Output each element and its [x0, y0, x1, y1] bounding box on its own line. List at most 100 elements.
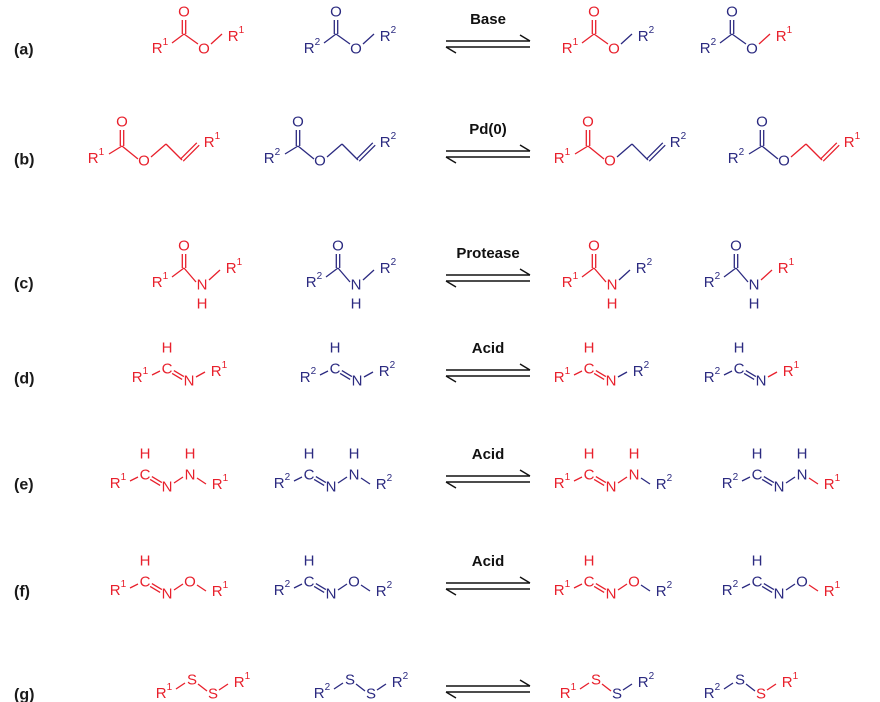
bond	[313, 585, 325, 594]
r-group-2: R2	[274, 472, 291, 492]
oxygen-atom: O	[330, 4, 342, 21]
bond	[622, 683, 633, 691]
r-group-1: R1	[132, 366, 149, 386]
oxygen-atom: O	[348, 574, 360, 591]
nitrogen-atom: N	[797, 467, 808, 484]
bond	[595, 475, 607, 484]
nitrogen-atom: N	[774, 586, 785, 603]
nitrogen-atom: N	[162, 479, 173, 496]
r-group-1: R1	[778, 257, 795, 277]
sulfur-atom: S	[187, 672, 197, 689]
reverse-arrowhead	[445, 691, 457, 699]
forward-arrowhead	[519, 363, 531, 371]
nitrogen-atom: N	[162, 586, 173, 603]
bond	[335, 33, 351, 45]
r-group-1: R1	[776, 25, 793, 45]
reaction-condition: Acid	[472, 340, 505, 357]
bond	[761, 478, 773, 487]
bond	[218, 683, 229, 691]
r-group-1: R1	[226, 257, 243, 277]
r-group-1: R1	[783, 360, 800, 380]
equilibrium-arrows	[445, 679, 531, 699]
bond	[315, 582, 327, 591]
bond	[745, 369, 757, 378]
bond	[741, 476, 751, 482]
nitrogen-atom: N	[349, 467, 360, 484]
bond	[617, 583, 628, 591]
r-group-1: R1	[560, 682, 577, 702]
carbon-atom: C	[304, 467, 315, 484]
nitrogen-atom: N	[352, 373, 363, 390]
r-group-2: R2	[656, 473, 673, 493]
forward-arrowhead	[519, 34, 531, 42]
bond	[620, 33, 633, 45]
r-group-1: R1	[110, 472, 127, 492]
bond	[376, 683, 387, 691]
r-group-1: R1	[844, 131, 861, 151]
bond	[808, 584, 819, 592]
row-label: (f)	[14, 584, 30, 601]
hydrogen-atom: H	[584, 340, 595, 357]
bond	[805, 143, 823, 161]
bond	[574, 145, 589, 155]
oxygen-atom: O	[730, 238, 742, 255]
hydrogen-atom: H	[797, 446, 808, 463]
nitrogen-atom: N	[185, 467, 196, 484]
bond	[760, 269, 773, 281]
bond	[151, 370, 161, 376]
r-group-2: R2	[306, 271, 323, 291]
bond	[183, 267, 197, 283]
oxygen-atom: O	[178, 4, 190, 21]
reaction-condition: Acid	[472, 553, 505, 570]
bond	[595, 369, 607, 378]
r-group-1: R1	[782, 671, 799, 691]
reverse-arrowhead	[445, 156, 457, 164]
oxygen-atom: O	[778, 153, 790, 170]
r-group-2: R2	[380, 25, 397, 45]
oxygen-atom: O	[314, 153, 326, 170]
bond	[601, 683, 612, 692]
bond	[337, 583, 348, 591]
r-group-2: R2	[304, 37, 321, 57]
bond	[616, 143, 633, 158]
bond	[149, 585, 161, 594]
bond	[573, 370, 583, 376]
equilibrium-arrows	[445, 469, 531, 489]
bond	[767, 371, 778, 378]
bond	[293, 583, 303, 589]
r-group-1: R1	[211, 360, 228, 380]
oxygen-atom: O	[608, 41, 620, 58]
hydrogen-atom: H	[140, 553, 151, 570]
bond	[360, 584, 371, 592]
bond	[151, 475, 163, 484]
bond	[108, 145, 123, 155]
bond	[175, 682, 186, 690]
r-group-2: R2	[722, 579, 739, 599]
oxygen-atom: O	[332, 238, 344, 255]
bond	[363, 371, 374, 378]
bond	[341, 143, 359, 161]
sulfur-atom: S	[756, 686, 766, 702]
hydrogen-atom: H	[752, 446, 763, 463]
bond	[183, 33, 199, 45]
r-group-1: R1	[234, 671, 251, 691]
bond	[173, 583, 184, 591]
equilibrium-arrows	[445, 268, 531, 288]
r-group-2: R2	[722, 472, 739, 492]
bond	[129, 583, 139, 589]
bond	[593, 372, 605, 381]
bond	[358, 144, 376, 162]
reverse-arrowhead	[445, 280, 457, 288]
nitrogen-atom: N	[326, 479, 337, 496]
bond	[573, 476, 583, 482]
r-group-2: R2	[379, 360, 396, 380]
